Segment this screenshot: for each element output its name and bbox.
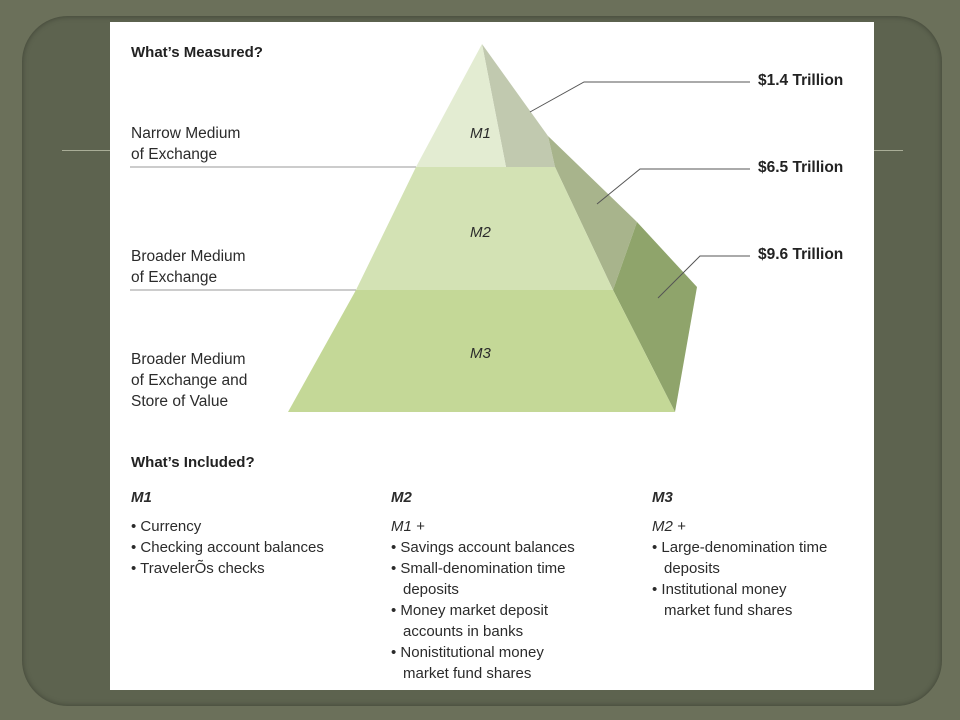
list-item: • TravelerÕs checks: [131, 560, 265, 577]
list-item: market fund shares: [664, 602, 793, 619]
value-leader-m2: [596, 168, 750, 205]
measured-heading: What’s Measured?: [131, 44, 263, 61]
amount-m2: $6.5 Trillion: [758, 159, 844, 176]
pyramid-front-m3: [288, 290, 675, 412]
side-label-m1: Narrow Medium of Exchange: [131, 123, 240, 165]
pyramid-diagram: [130, 44, 750, 412]
column-heading: M2: [391, 489, 412, 506]
side-label-m2-line: of Exchange: [131, 269, 218, 286]
amount-m3: $9.6 Trillion: [758, 246, 844, 263]
list-item: deposits: [664, 560, 720, 577]
pyramid-side-m1: [482, 44, 555, 167]
side-label-m3-line: of Exchange and: [131, 372, 248, 389]
list-item: • Checking account balances: [131, 539, 324, 556]
amount-m1: $1.4 Trillion: [758, 72, 844, 89]
pyramid-side-m2: [548, 136, 637, 290]
pyramid-front-m2: [356, 167, 613, 290]
list-item: deposits: [403, 581, 459, 598]
column-subheading: M1 +: [391, 518, 425, 535]
column-subheading: M2 +: [652, 518, 686, 535]
included-column-m2: M2 M1 + • Savings account balances • Sma…: [391, 487, 575, 684]
value-leader-m1: [529, 81, 750, 113]
list-item: • Savings account balances: [391, 539, 575, 556]
list-item: • Money market deposit: [391, 602, 548, 619]
column-heading: M1: [131, 489, 152, 506]
list-item: • Nonistitutional money: [391, 644, 544, 661]
included-column-m3: M3 M2 + • Large-denomination time deposi…: [652, 487, 827, 621]
side-label-m2: Broader Medium of Exchange: [131, 246, 246, 288]
side-label-m3-line: Broader Medium: [131, 351, 246, 368]
side-label-m1-line: Narrow Medium: [131, 125, 241, 142]
side-label-m1-line: of Exchange: [131, 146, 218, 163]
title-rule-right: [873, 150, 903, 151]
included-heading: What’s Included?: [131, 454, 255, 471]
side-label-m3: Broader Medium of Exchange and Store of …: [131, 349, 247, 412]
column-heading: M3: [652, 489, 673, 506]
tier-label-m1: M1: [470, 125, 491, 142]
included-column-m1: M1 • Currency • Checking account balance…: [131, 487, 324, 579]
side-label-m3-line: Store of Value: [131, 393, 229, 410]
money-supply-figure: What’s Measured? Narrow Medium of Exchan…: [110, 22, 874, 690]
list-item: market fund shares: [403, 665, 532, 682]
pyramid-front-m1: [416, 44, 506, 167]
list-item: • Small-denomination time: [391, 560, 566, 577]
list-item: accounts in banks: [403, 623, 524, 640]
title-rule-left: [62, 150, 112, 151]
value-leader-m3: [657, 255, 750, 299]
tier-label-m2: M2: [470, 224, 491, 241]
list-item: • Institutional money: [652, 581, 787, 598]
list-item: • Large-denomination time: [652, 539, 828, 556]
side-label-m2-line: Broader Medium: [131, 248, 246, 265]
list-item: • Currency: [131, 518, 202, 535]
pyramid-side-m3: [613, 222, 697, 412]
tier-label-m3: M3: [470, 345, 491, 362]
